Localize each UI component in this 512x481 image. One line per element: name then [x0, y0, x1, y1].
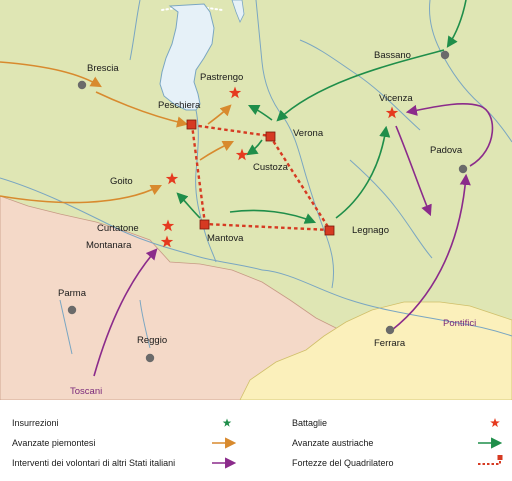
label-montanara: Montanara	[86, 240, 132, 251]
fortress-verona	[265, 131, 276, 142]
label-pastrengo: Pastrengo	[200, 72, 243, 83]
legend: Insurrezioni Avanzate piemontesi Interve…	[12, 418, 503, 469]
label-pontifici: Pontifici	[443, 318, 476, 329]
label-reggio: Reggio	[137, 335, 167, 346]
label-peschiera: Peschiera	[158, 100, 201, 111]
fortress-mantova	[199, 219, 210, 230]
label-ferrara: Ferrara	[374, 338, 406, 349]
label-verona: Verona	[293, 128, 324, 139]
label-curtatone: Curtatone	[97, 223, 139, 234]
austrian-advances	[176, 0, 467, 224]
legend-fortezze-icon	[478, 455, 503, 465]
brescia-dot	[77, 80, 87, 90]
label-goito: Goito	[110, 176, 133, 187]
label-bassano: Bassano	[374, 50, 411, 61]
papal-states-region	[239, 301, 512, 401]
legend-insurrezioni-icon	[222, 418, 232, 427]
legend-battaglie-icon	[490, 418, 500, 428]
label-custoza: Custoza	[253, 162, 289, 173]
piedmontese-advances	[0, 61, 235, 204]
lake-north	[231, 0, 245, 23]
city-dots	[67, 50, 468, 363]
fortress-legnago	[324, 225, 335, 236]
border-dotted	[161, 6, 223, 12]
label-legnago: Legnago	[352, 225, 389, 236]
legend-piemontesi-label: Avanzate piemontesi	[12, 438, 95, 448]
bassano-dot	[440, 50, 450, 60]
fortress-peschiera	[186, 119, 197, 130]
label-mantova: Mantova	[207, 233, 244, 244]
label-vicenza: Vicenza	[379, 93, 413, 104]
label-padova: Padova	[430, 145, 463, 156]
reggio-dot	[145, 353, 155, 363]
quadrilateral-lines	[190, 123, 332, 232]
parma-dot	[67, 305, 77, 315]
legend-battaglie-label: Battaglie	[292, 418, 327, 428]
label-parma: Parma	[58, 288, 87, 299]
legend-insurrezioni-label: Insurrezioni	[12, 418, 59, 428]
fortresses	[186, 119, 335, 236]
rivers	[0, 0, 512, 355]
volunteer-interventions	[93, 103, 494, 377]
legend-interventi-label: Interventi dei volontari di altri Stati …	[12, 458, 175, 468]
legend-panel	[0, 400, 512, 481]
padova-dot	[458, 164, 468, 174]
legend-fortezze-label: Fortezze del Quadrilatero	[292, 458, 394, 468]
legend-austriache-label: Avanzate austriache	[292, 438, 373, 448]
label-toscani: Toscani	[70, 386, 102, 397]
label-brescia: Brescia	[87, 63, 119, 74]
ferrara-dot	[385, 325, 395, 335]
